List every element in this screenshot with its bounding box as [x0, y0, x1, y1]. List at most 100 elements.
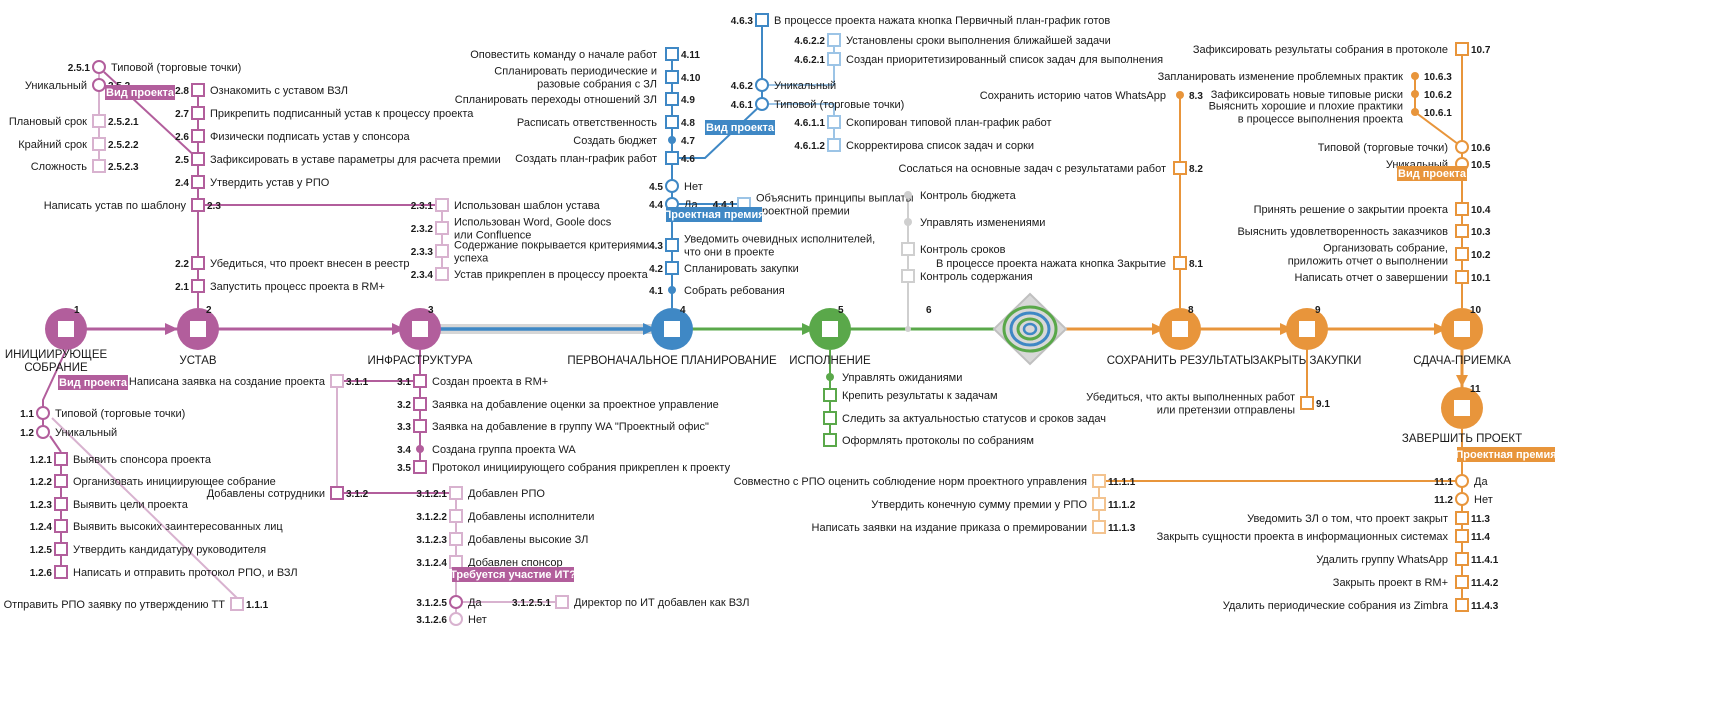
stop-n6-d[interactable]: Контроль содержания: [901, 269, 1033, 283]
stop-n8-1[interactable]: 8.1В процессе проекта нажата кнопка Закр…: [936, 256, 1203, 270]
stop-n6-a[interactable]: Контроль бюджета: [904, 190, 1017, 202]
stop-square-icon: [1455, 202, 1469, 216]
stop-n5-b[interactable]: Крепить результаты к задачам: [823, 388, 998, 402]
stop-label: Написать отчет о завершении: [1295, 272, 1448, 284]
stop-n5-d[interactable]: Оформлять протоколы по собраниям: [823, 433, 1034, 447]
stop-n6-b[interactable]: Управлять изменениями: [904, 217, 1045, 229]
stop-n6-c[interactable]: Контроль сроков: [901, 242, 1006, 256]
stop-n5-c[interactable]: Следить за актуальностью статусов и срок…: [823, 411, 1106, 425]
stop-number: 8.3: [1189, 91, 1203, 102]
stop-n5-a[interactable]: Управлять ожиданиями: [826, 372, 962, 384]
main-station-6[interactable]: 6: [905, 305, 932, 332]
